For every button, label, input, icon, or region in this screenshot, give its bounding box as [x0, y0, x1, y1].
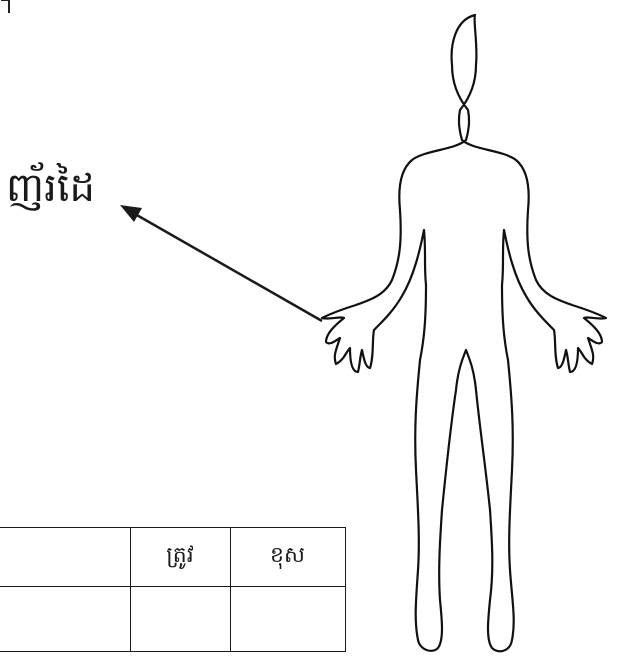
table-header-true: ត្រូវ: [130, 528, 230, 587]
table-cell-statement: [0, 587, 130, 652]
table-cell-true-checkbox[interactable]: [130, 587, 230, 652]
pointer-label: ញ័រដៃ: [6, 168, 95, 208]
human-body-outline: [300, 0, 638, 657]
answer-table: ត្រូវ ខុស: [0, 527, 346, 652]
table-header-false: ខុស: [230, 528, 345, 587]
table-header-row: ត្រូវ ខុស: [0, 528, 345, 587]
table-cell-false-checkbox[interactable]: [230, 587, 345, 652]
corner-mark: [0, 0, 10, 14]
table-row: [0, 587, 345, 652]
table-header-blank: [0, 528, 130, 587]
